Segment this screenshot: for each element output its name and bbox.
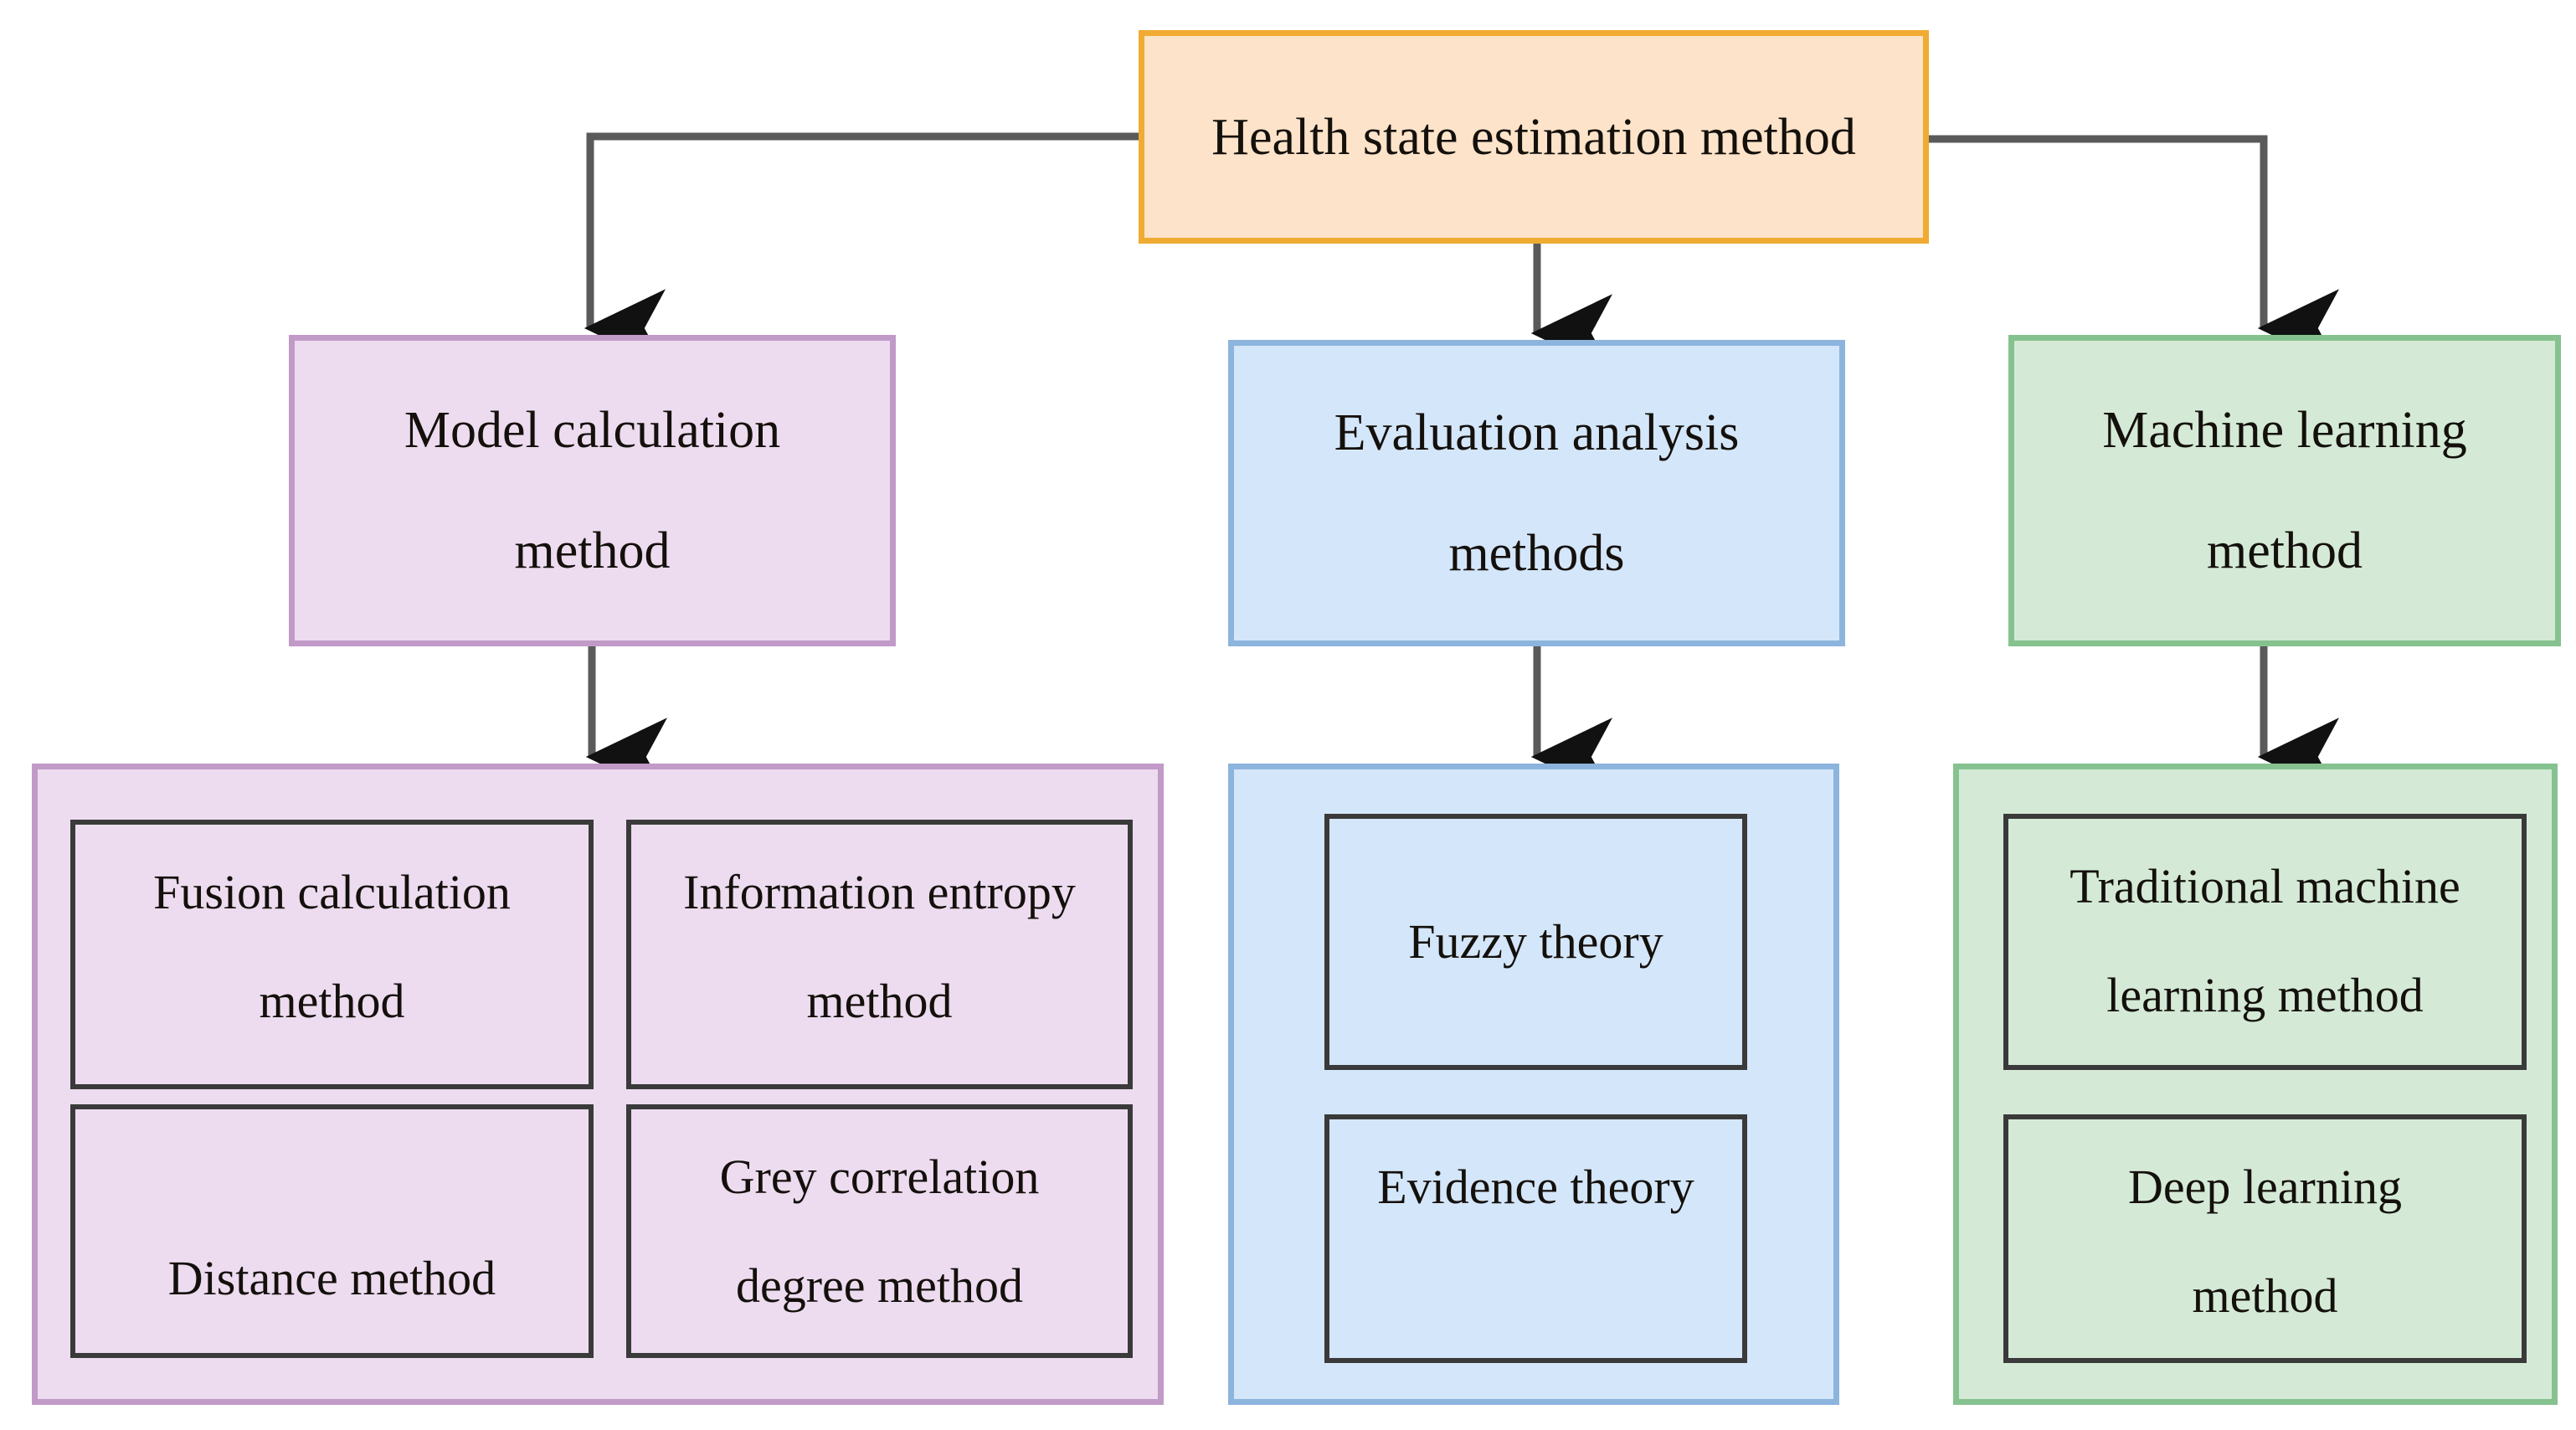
node-information-entropy-method[interactable]: Information entropy method: [626, 820, 1133, 1089]
node-label-line-1: Fuzzy theory: [1408, 914, 1663, 969]
node-label-line-1: Deep learning: [2128, 1160, 2402, 1214]
node-label-line-2: degree method: [735, 1258, 1023, 1313]
node-label-line-1: Evidence theory: [1377, 1160, 1694, 1214]
edge-root-to-machine-learning: [1929, 135, 2340, 368]
node-evaluation-analysis-methods[interactable]: Evaluation analysis methods: [1228, 340, 1845, 646]
node-label-line-2: method: [2207, 522, 2363, 579]
node-evidence-theory[interactable]: Evidence theory: [1324, 1114, 1747, 1363]
node-label-line-2: methods: [1448, 525, 1625, 582]
group-model-calculation-methods: Fusion calculation method Information en…: [32, 764, 1164, 1405]
group-machine-learning-methods: Traditional machine learning method Deep…: [1953, 764, 2558, 1405]
node-label-line-1: Machine learning: [2102, 402, 2467, 459]
node-health-state-estimation-method[interactable]: Health state estimation method: [1139, 30, 1929, 244]
node-machine-learning-method[interactable]: Machine learning method: [2008, 335, 2561, 646]
node-fusion-calculation-method[interactable]: Fusion calculation method: [70, 820, 594, 1089]
node-traditional-machine-learning-method[interactable]: Traditional machine learning method: [2003, 814, 2527, 1070]
group-evaluation-analysis-methods: Fuzzy theory Evidence theory: [1228, 764, 1839, 1405]
node-grey-correlation-degree-method[interactable]: Grey correlation degree method: [626, 1104, 1133, 1358]
node-label-line-1: Grey correlation: [719, 1150, 1040, 1204]
node-label-line-1: Model calculation: [404, 402, 781, 459]
node-label-line-1: Distance method: [167, 1251, 496, 1305]
node-label-line-2: learning method: [2106, 968, 2424, 1022]
node-label-line-2: method: [514, 522, 671, 579]
node-label-line-1: Fusion calculation: [153, 865, 511, 919]
node-fuzzy-theory[interactable]: Fuzzy theory: [1324, 814, 1747, 1070]
node-label-line-1: Traditional machine: [2070, 859, 2460, 913]
node-label-line-2: method: [2192, 1268, 2338, 1323]
node-label: Health state estimation method: [1211, 108, 1856, 166]
node-label-line-1: Evaluation analysis: [1334, 404, 1740, 461]
node-label-line-2: method: [806, 974, 953, 1028]
node-model-calculation-method[interactable]: Model calculation method: [289, 335, 896, 646]
node-distance-method[interactable]: Distance method: [70, 1104, 594, 1358]
node-label-line-2: method: [259, 974, 405, 1028]
edge-root-to-model: [584, 132, 1139, 368]
node-deep-learning-method[interactable]: Deep learning method: [2003, 1114, 2527, 1363]
node-label-line-1: Information entropy: [683, 865, 1076, 919]
